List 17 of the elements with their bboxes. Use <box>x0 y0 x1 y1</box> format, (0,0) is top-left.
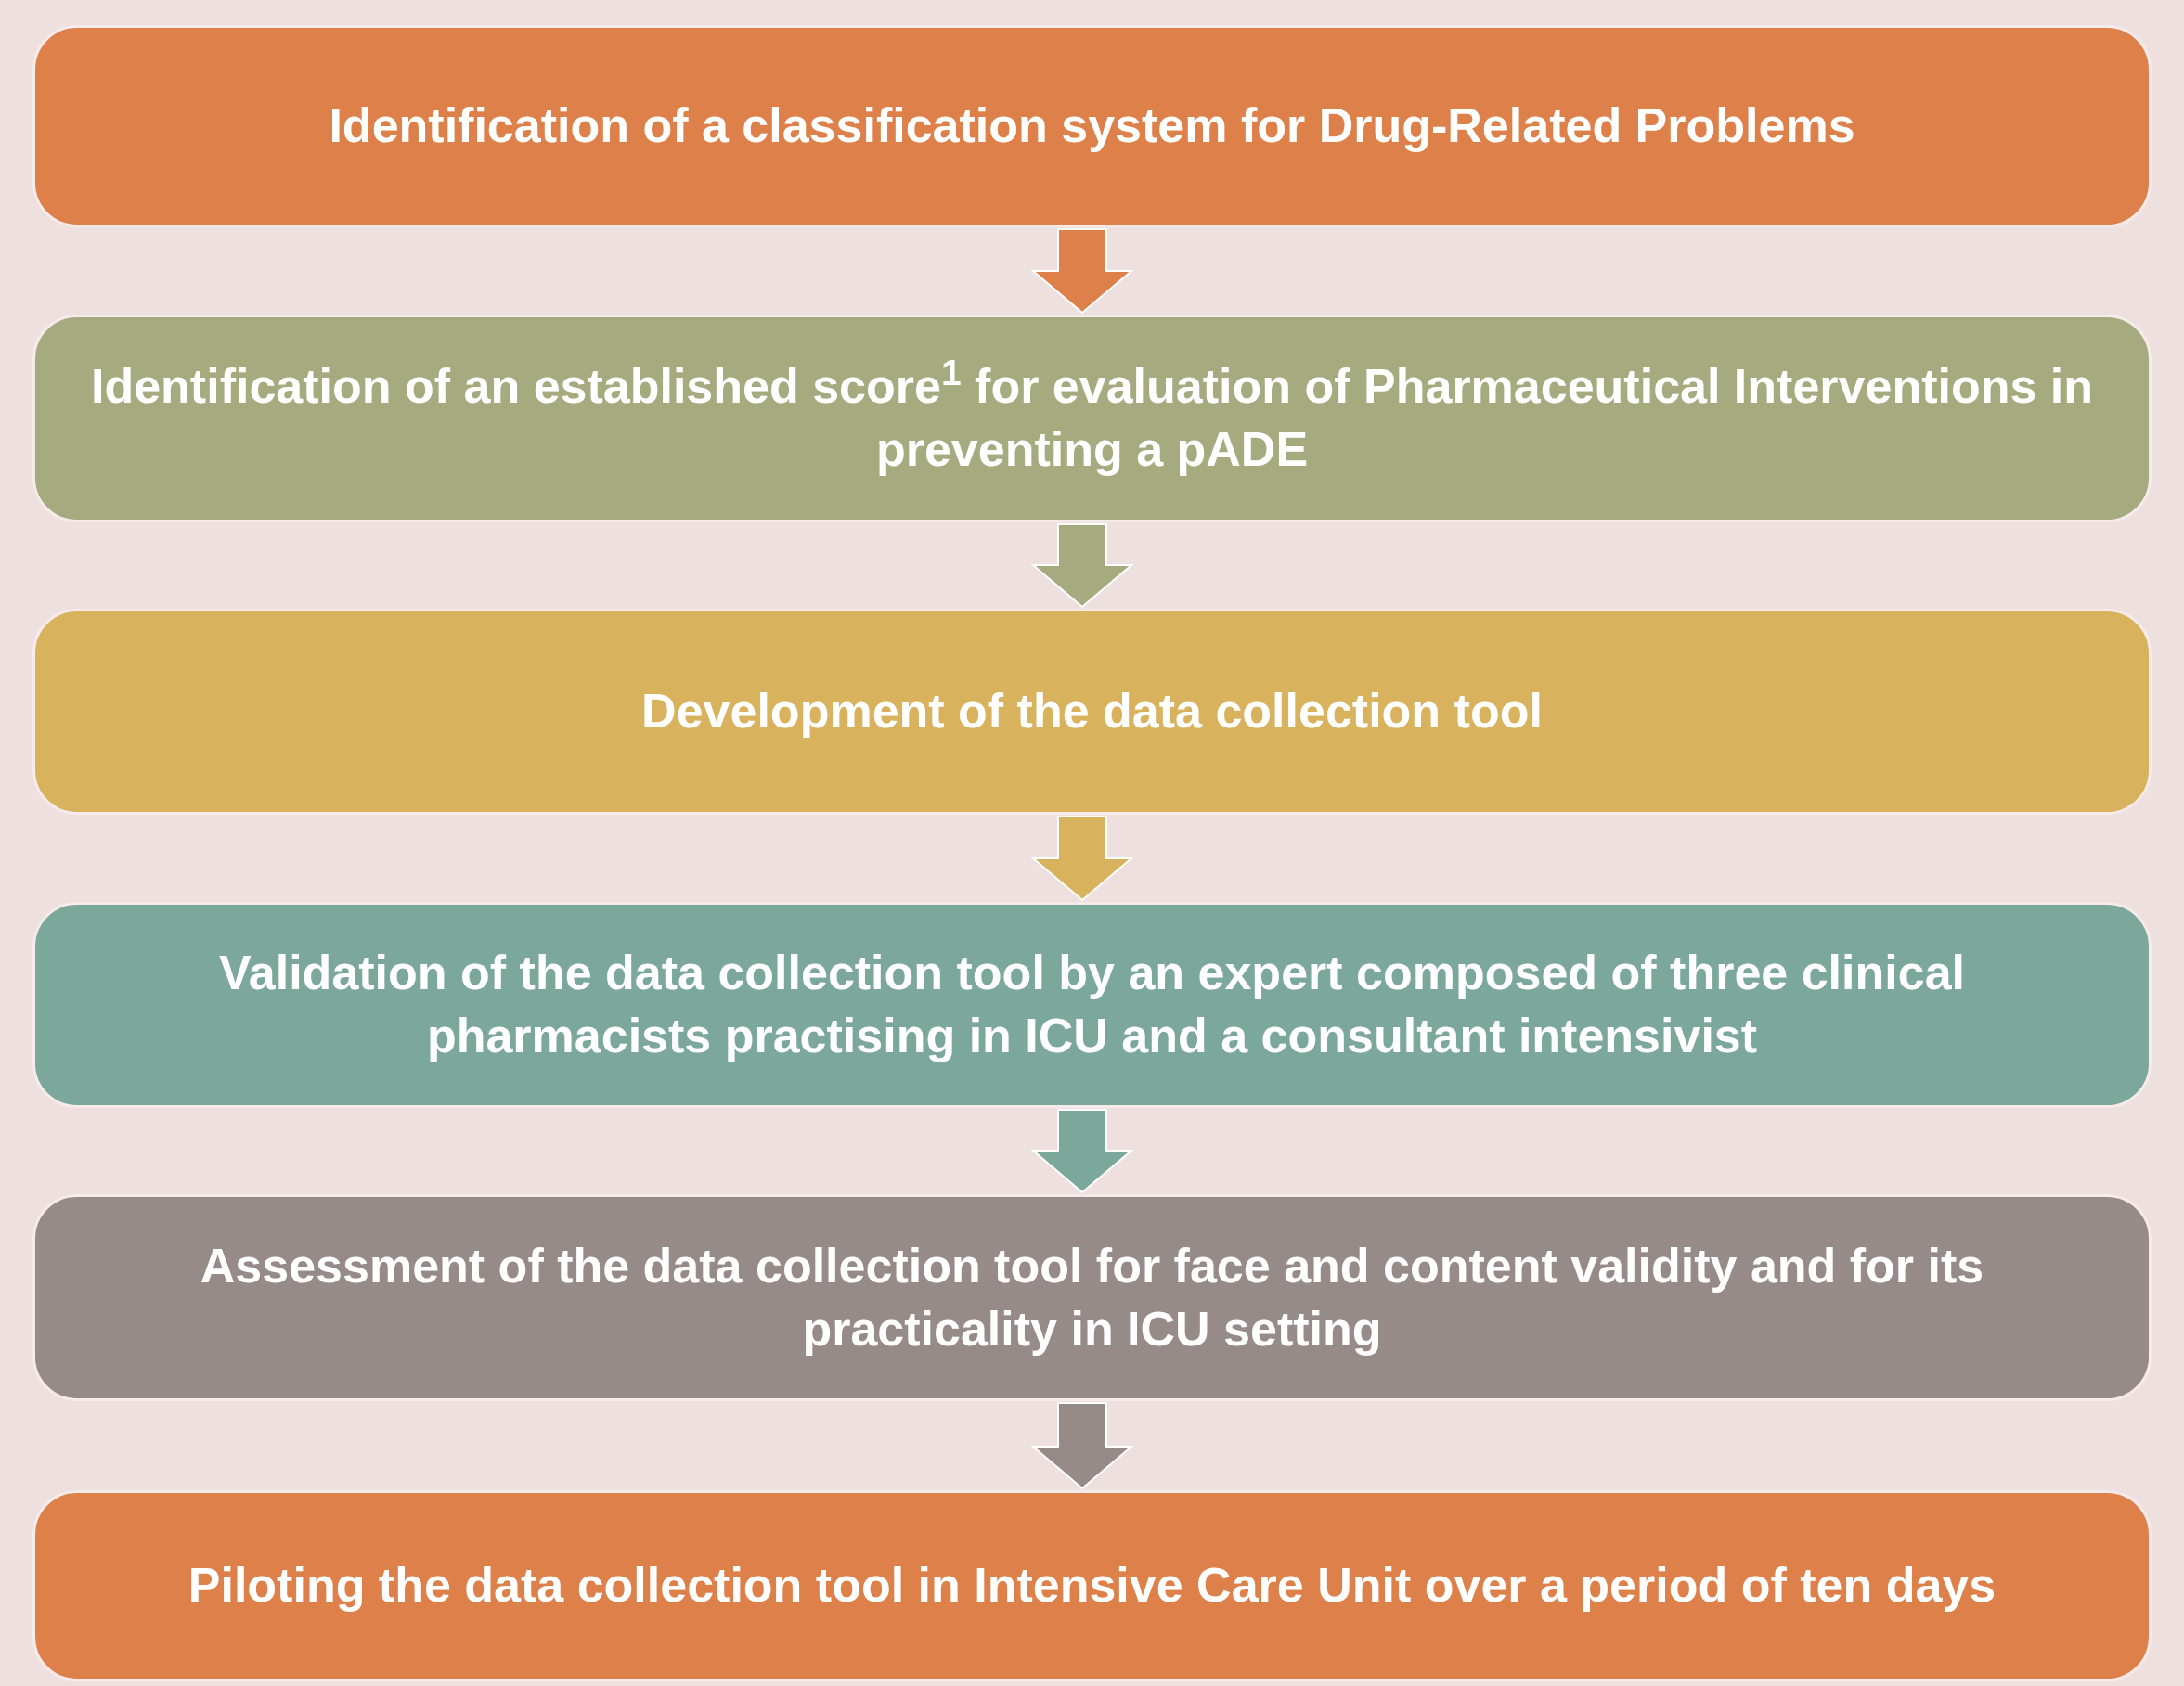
process-box <box>32 1490 2152 1681</box>
step-text: Assessment of the data collection tool for face and content validity and for its practicality in ICU setting <box>199 1237 1985 1358</box>
process-box <box>32 1194 2152 1401</box>
step-text: Development of the data collection tool <box>641 683 1543 740</box>
block-arrow <box>1030 1109 1134 1194</box>
step-text: Identification of an established score$^{1}$ for evaluation of Pharmaceutical Interventions in preventing a pADE <box>89 355 2095 478</box>
step-text: Piloting the data collection tool in Intensive Care Unit over a period of ten days <box>187 1557 1997 1615</box>
step-text: Identification of a classification system for Drug-Related Problems <box>329 97 1855 155</box>
step-text: Validation of the data collection tool by an expert composed of three clinical pharmacists practising in ICU and a consultant intensivist <box>218 945 1966 1064</box>
block-arrow <box>1030 816 1134 902</box>
block-arrow <box>1030 1402 1134 1490</box>
process-box <box>32 902 2152 1108</box>
process-box <box>32 25 2152 227</box>
block-arrow <box>1030 523 1134 609</box>
block-arrow <box>1030 228 1134 315</box>
process-box <box>32 315 2152 522</box>
process-box <box>32 609 2152 815</box>
